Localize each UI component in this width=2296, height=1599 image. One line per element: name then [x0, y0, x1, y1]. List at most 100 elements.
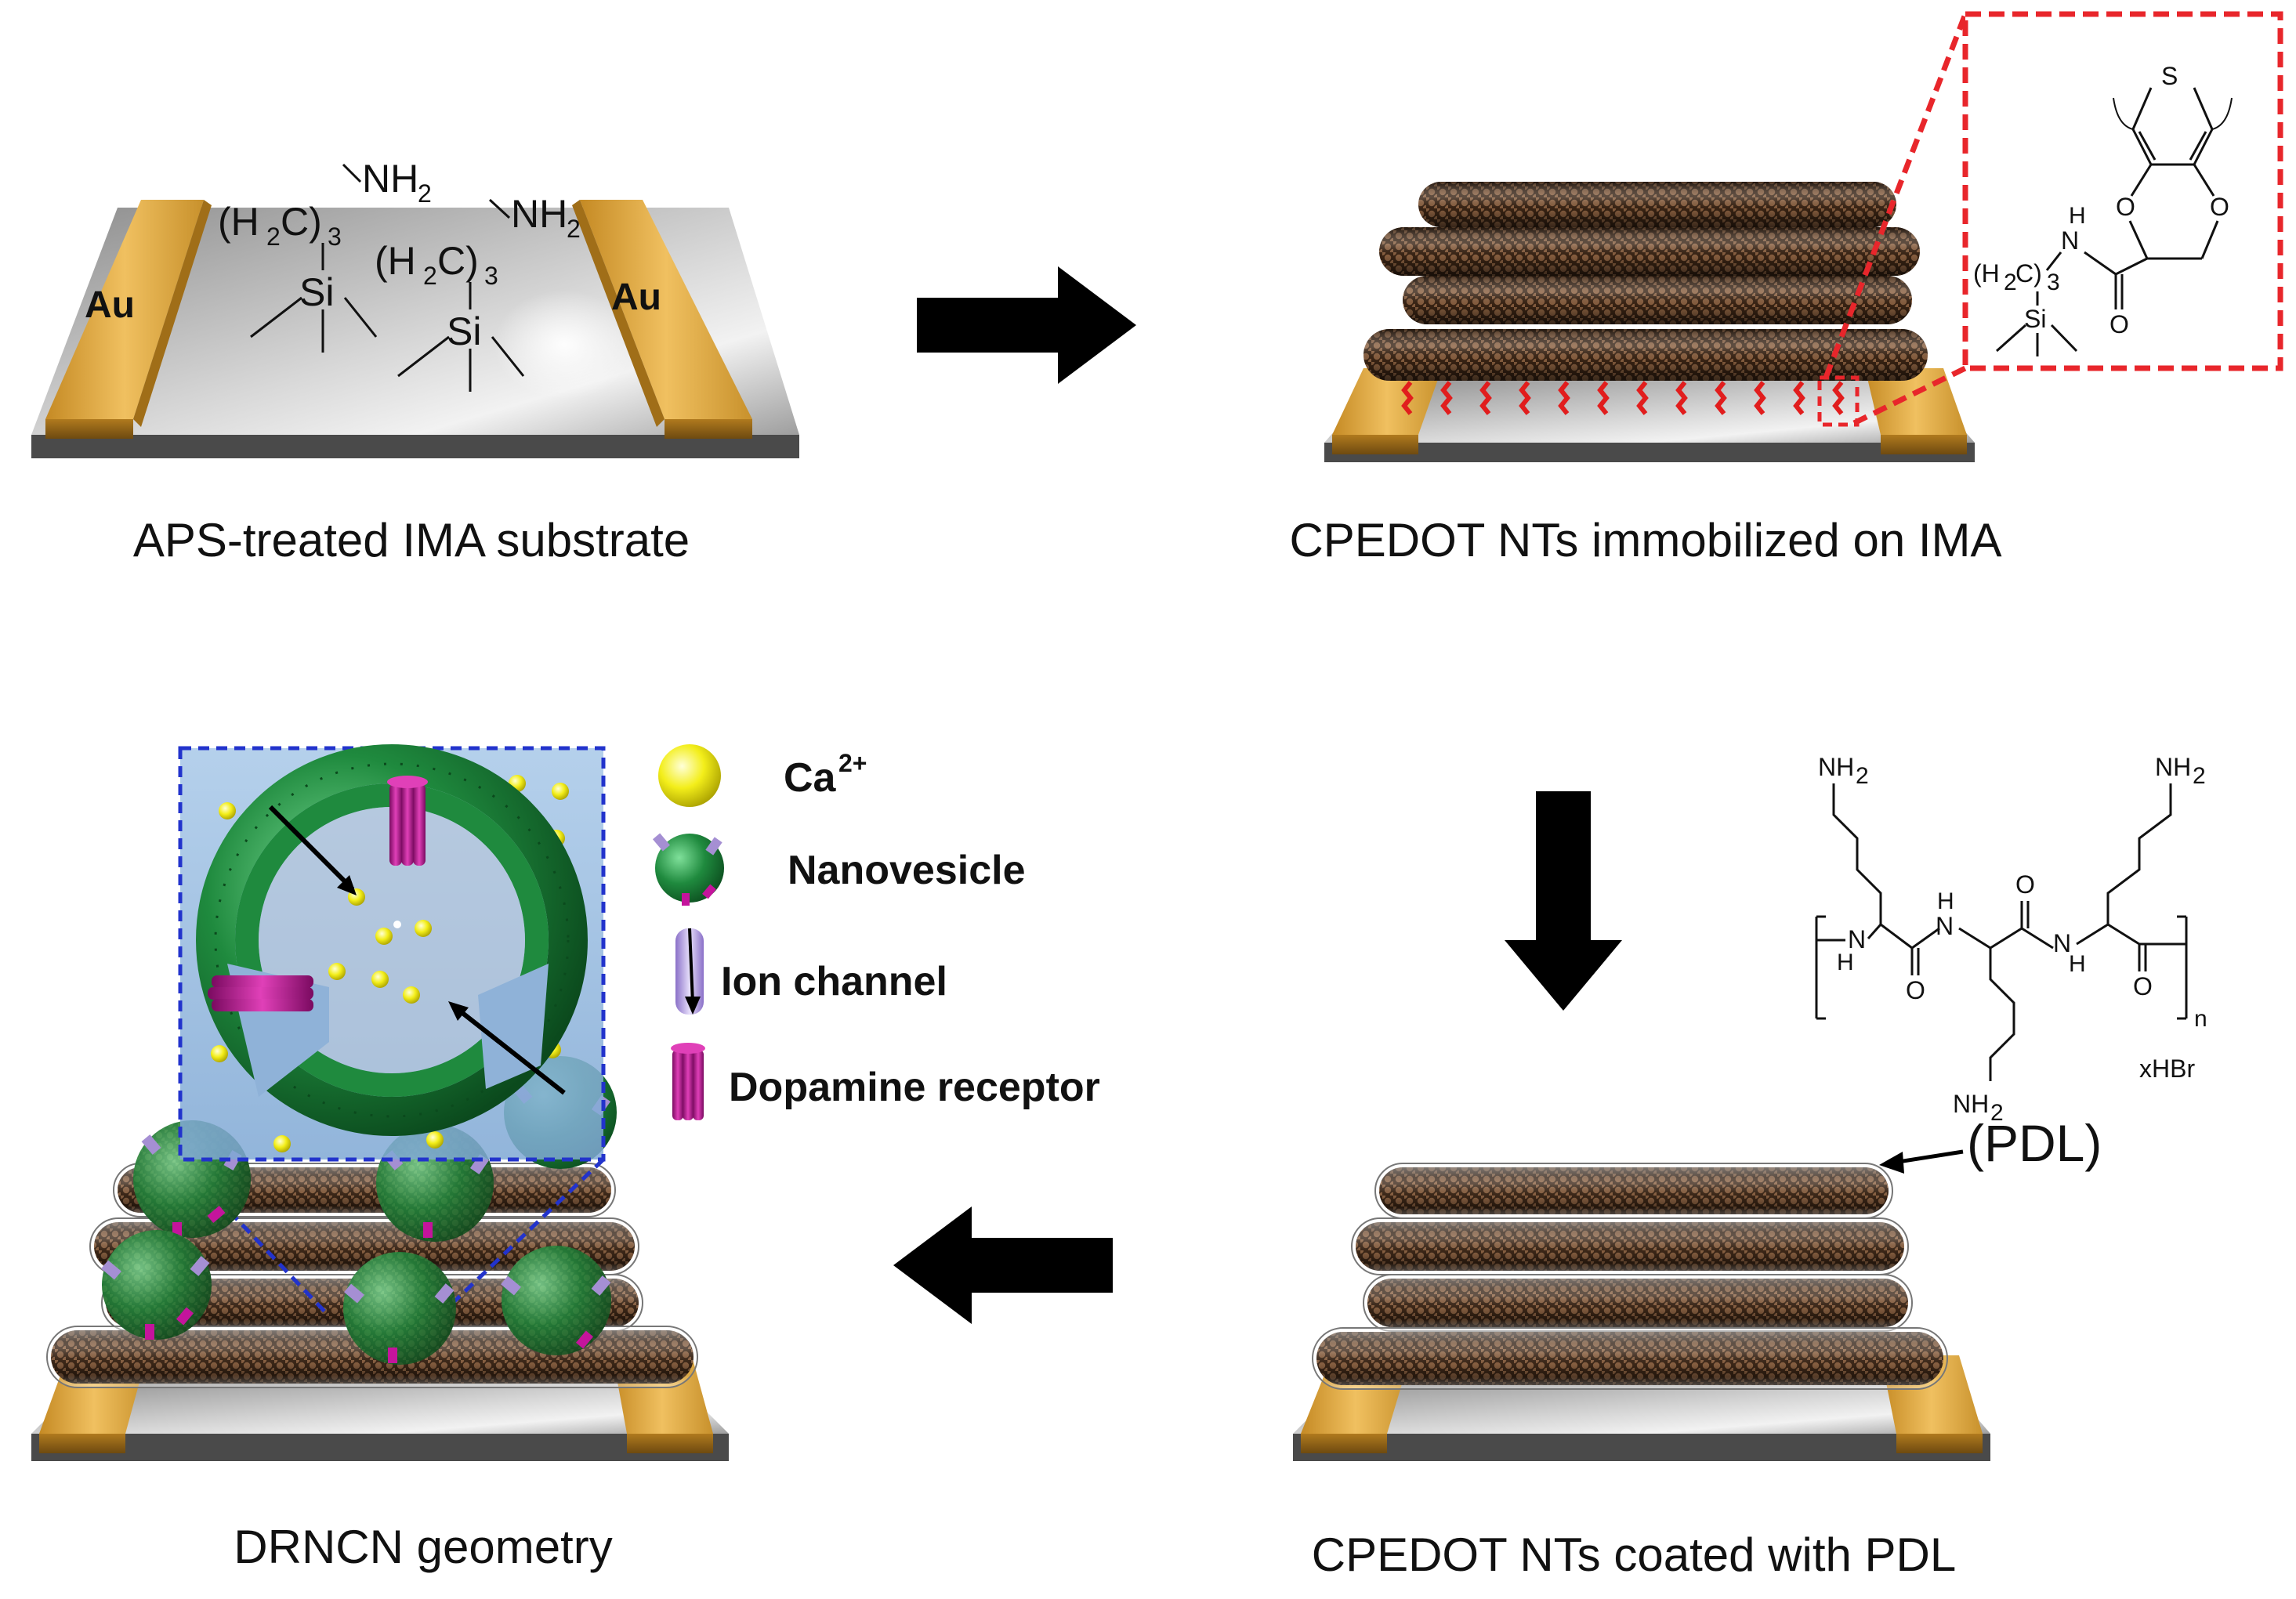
legend-ion-channel-icon [675, 928, 704, 1015]
gold-electrode-right [572, 200, 752, 439]
ion-channel [268, 805, 357, 895]
nanotube [1418, 182, 1896, 227]
pdl-repeat-n: n [2194, 1006, 2207, 1032]
legend-calcium-charge: 2+ [838, 749, 867, 777]
inset-amide-h: H [2069, 203, 2086, 229]
legend-nanovesicle: Nanovesicle [652, 833, 1026, 906]
au-label-left: Au [85, 284, 135, 326]
pdl-structure: NH 2 N H O H N O NH 2 [1815, 753, 2207, 1126]
arrow-right [917, 266, 1136, 384]
legend-calcium-label: Ca [784, 755, 837, 801]
legend-receptor-icon [671, 1043, 705, 1120]
inset-sulfur: S [2161, 62, 2178, 90]
au-label-right: Au [611, 277, 661, 318]
calcium-ion [371, 971, 389, 988]
inset-silicon: Si [2024, 305, 2046, 333]
calcium-ion [552, 783, 569, 800]
nanotube [1363, 329, 1928, 381]
pdl-o1: O [1906, 976, 1925, 1004]
light-glare [494, 290, 635, 400]
legend: Ca 2+ Nanovesicle Ion channel [652, 744, 1100, 1120]
inset-carbonyl-o: O [2109, 310, 2129, 338]
legend-receptor-label: Dopamine receptor [729, 1065, 1100, 1110]
panel-pdl-coated: (PDL) CPEDOT NTs coated with PDL [1293, 1114, 2102, 1581]
coated-nanotube [89, 1217, 639, 1275]
pdl-nh2-bottom: NH [1953, 1090, 1989, 1118]
nanovesicle-bound [101, 1230, 212, 1340]
chain-1-b: C) [281, 200, 322, 244]
pdl-middle-unit: H N O NH 2 [1936, 870, 2054, 1126]
pdl-n1: N [1848, 925, 1866, 953]
pdl-label: (PDL) [1967, 1114, 2102, 1172]
amine-sub-1: 2 [418, 179, 432, 208]
calcium-ion [403, 986, 420, 1004]
calcium-ion [415, 920, 432, 937]
calcium-ion [219, 802, 236, 819]
chain-2-sub2: 2 [423, 262, 437, 290]
panel-cpedot-immobilized: S O O H N O (H 2 C) 3 Si [1289, 11, 2283, 566]
glint [393, 921, 401, 928]
pdl-nh2-right-sub: 2 [2193, 763, 2206, 789]
covalent-linkers [1401, 381, 1845, 415]
coated-nanotube [1363, 1274, 1913, 1332]
pdl-n2: N [1936, 912, 1954, 940]
pdl-nh2-left: NH [1818, 753, 1854, 781]
legend-calcium: Ca 2+ [658, 744, 867, 807]
legend-ion-channel: Ion channel [675, 928, 947, 1015]
gold-electrode-left-2 [1332, 368, 1442, 454]
pdl-nh2-bottom-sub: 2 [1990, 1100, 2004, 1126]
pdl-h1: H [1837, 950, 1854, 975]
pdl-left-unit: NH 2 N H O [1815, 753, 1940, 1020]
amine-nh-2: NH [511, 192, 567, 236]
aps-molecule-2: NH 2 (H 2 C) 3 Si [375, 192, 581, 392]
chain-1-sub2: 2 [266, 222, 281, 251]
calcium-ion [328, 963, 346, 980]
calcium-ion [426, 1131, 444, 1149]
caption-aps-substrate: APS-treated IMA substrate [133, 514, 690, 566]
inset-chain-b: C) [2015, 259, 2042, 288]
coated-nanotube [1312, 1327, 1948, 1390]
gold-electrode-left [45, 200, 212, 439]
inset-chain-sub3: 3 [2047, 270, 2060, 295]
amine-nh-1: NH [362, 157, 418, 201]
legend-ion-channel-label: Ion channel [721, 959, 947, 1004]
pdl-h3: H [2069, 951, 2086, 977]
legend-nanovesicle-label: Nanovesicle [788, 848, 1026, 893]
caption-pdl-coated: CPEDOT NTs coated with PDL [1312, 1528, 1957, 1581]
linker-highlight [1817, 375, 1860, 427]
calcium-ion [375, 928, 393, 945]
panel-drncn-geometry: DRNCN geometry [31, 744, 729, 1573]
caption-drncn-geometry: DRNCN geometry [234, 1521, 612, 1573]
arrow-down [1505, 791, 1622, 1011]
legend-calcium-icon [658, 744, 721, 807]
dopamine-receptor [208, 975, 313, 1011]
pdl-o2: O [2015, 870, 2035, 899]
substrate-base-4 [31, 1379, 729, 1461]
chain-1-sub3: 3 [328, 222, 342, 251]
cpedot-inset: S O O H N O (H 2 C) 3 Si [1962, 11, 2283, 371]
pdl-n3: N [2053, 929, 2071, 957]
nanovesicle-bound [343, 1252, 456, 1365]
nanotube [1403, 276, 1912, 324]
chain-2-sub3: 3 [484, 262, 498, 290]
nanotube-stack-2 [1363, 182, 1928, 381]
inset-oxygen-2: O [2210, 193, 2229, 221]
dopamine-receptor [387, 776, 428, 866]
inset-amide-n: N [2061, 226, 2079, 255]
pdl-o3: O [2133, 972, 2153, 1000]
inset-chain-sub2: 2 [2004, 270, 2017, 295]
substrate-base-3 [1293, 1379, 1990, 1461]
pdl-nh2-left-sub: 2 [1856, 763, 1869, 789]
silicon-2: Si [447, 309, 481, 353]
inset-chain-a: (H [1973, 259, 2000, 288]
coated-nanotube [1351, 1217, 1909, 1275]
pdl-nh2-right: NH [2155, 753, 2191, 781]
pdl-right-unit: N H NH 2 O n [2053, 753, 2207, 1032]
nanotube [1379, 227, 1920, 276]
amine-sub-2: 2 [567, 215, 581, 243]
coated-nanotube [1374, 1163, 1893, 1219]
ion-channel [448, 1001, 566, 1095]
panel-aps-substrate: Au Au NH 2 (H 2 C) 3 Si NH 2 (H 2 C) 3 [31, 157, 799, 566]
inset-oxygen-1: O [2116, 193, 2135, 221]
